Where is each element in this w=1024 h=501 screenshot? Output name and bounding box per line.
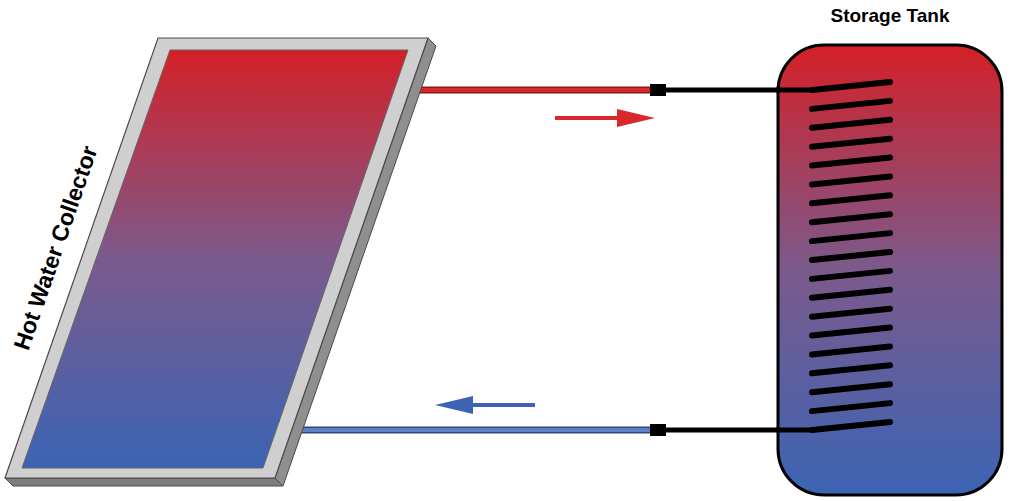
storage-tank: Storage Tank <box>776 0 1004 499</box>
pipe-connector <box>291 396 778 436</box>
pipe-connector <box>411 84 778 127</box>
collector-frame <box>5 38 428 478</box>
flow-arrow <box>465 403 535 407</box>
frame-bottom <box>5 478 283 486</box>
collector-panel <box>22 50 408 468</box>
hot-water-collector: Hot Water Collector <box>0 30 445 495</box>
component-label: Storage Tank <box>831 6 950 27</box>
flow-arrow <box>555 116 625 120</box>
flow-arrowhead <box>435 396 473 414</box>
tank-body <box>778 45 1002 495</box>
heat-exchanger-coil <box>776 82 890 430</box>
tank-drawing <box>776 0 1004 499</box>
flow-arrowhead <box>617 109 655 127</box>
collector-drawing <box>0 30 445 495</box>
